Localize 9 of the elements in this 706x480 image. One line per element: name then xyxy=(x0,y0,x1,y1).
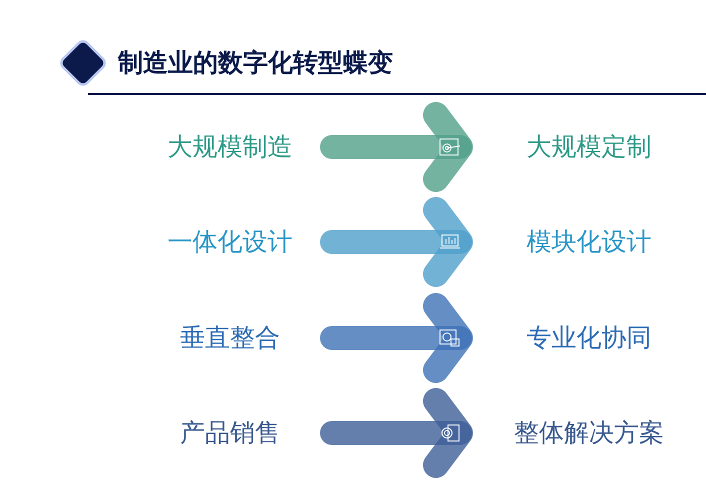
label-text: 大规模制造 xyxy=(168,132,292,162)
label-text: 整体解决方案 xyxy=(514,418,664,448)
heading: 制造业的数字化转型蝶变 xyxy=(118,47,393,79)
label-text: 大规模定制 xyxy=(526,132,652,162)
label-text: 模块化设计 xyxy=(526,227,652,257)
label-text: 专业化协同 xyxy=(526,323,652,353)
label-text: 垂直整合 xyxy=(180,323,280,353)
label-text: 产品销售 xyxy=(180,418,280,448)
label-text: 一体化设计 xyxy=(168,227,292,257)
